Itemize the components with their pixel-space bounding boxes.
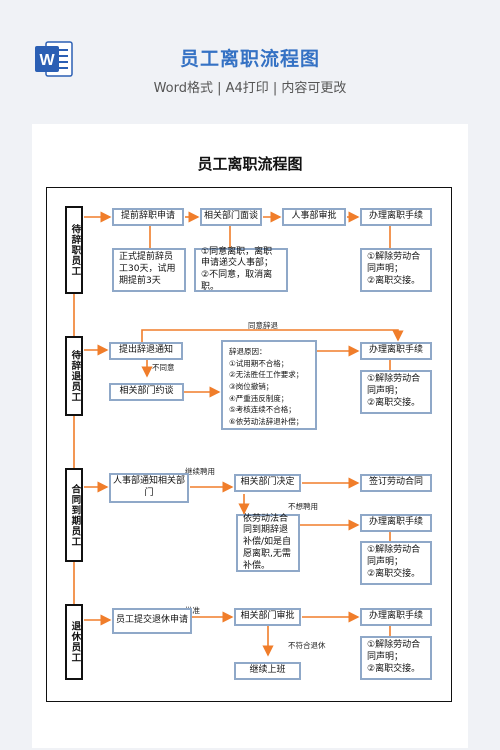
page-header: W 员工离职流程图 Word格式 | A4打印 | 内容可更改 [0,0,500,118]
contract-handle-box: 办理离职手续 [360,514,432,532]
dismiss-note-2: ②离职交接。 [367,397,421,408]
document-page: 员工离职流程图 [32,124,468,748]
dismiss-notice-box: 提出辞退通知 [109,342,183,360]
not-meet-retire-label: 不符合退休 [288,641,326,650]
resign-handle-note: ①解除劳动合同声明； ②离职交接。 [360,248,432,292]
retire-note-2: ②离职交接。 [367,663,421,674]
disagree-label: 不同意 [152,363,175,372]
flowchart-frame [46,187,452,702]
resign-note-2: ②离职交接。 [367,275,421,286]
not-hire-label: 不想聘用 [288,502,318,511]
stage-resign: 待辞职员工 [65,206,83,294]
reasons-title: 辞退原因： [229,347,267,356]
hr-approval-box: 人事部审批 [282,208,346,226]
continue-work-box: 继续上班 [234,662,301,680]
reason-5: ⑤考核连续不合格； [229,405,296,415]
retire-handle-box: 办理离职手续 [360,608,432,626]
reason-2: ②无法胜任工作要求； [229,370,304,380]
dept-interview-box: 相关部门面谈 [200,208,262,226]
page-subtitle: Word格式 | A4打印 | 内容可更改 [153,81,347,96]
dismiss-handle-box: 办理离职手续 [360,342,432,360]
interview-result-2: ②不同意，取消离职。 [201,270,273,292]
resign-note-1: ①解除劳动合同声明； [367,252,421,275]
document-title: 员工离职流程图 [197,155,303,173]
continue-hire-label: 继续聘用 [185,467,215,476]
approve-label: 批准 [185,606,200,615]
retire-submit-box: 员工提交退休申请 [112,608,192,634]
page-title: 员工离职流程图 [179,48,320,70]
interview-result-note: ①同意离职，离职申请递交人事部； ②不同意，取消离职。 [194,246,288,292]
stage-retire: 退休员工 [65,604,83,680]
dismiss-note-1: ①解除劳动合同声明； [367,374,421,397]
dept-decide-box: 相关部门决定 [234,474,301,492]
sign-contract-box: 签订劳动合同 [360,474,432,492]
reason-1: ①试用期不合格； [229,358,289,368]
contract-handle-note: ①解除劳动合同声明； ②离职交接。 [360,541,432,585]
retire-note-1: ①解除劳动合同声明； [367,640,421,663]
agree-dismiss-label: 同意辞退 [248,321,278,330]
flow-arrows [73,211,404,657]
hr-notify-box: 人事部通知相关部门 [109,473,189,503]
svg-text:W: W [39,52,55,69]
compensation-box: 依劳动法合同到期辞退补偿/如是自愿离职,无需补偿。 [236,514,300,572]
resign-handle-box: 办理离职手续 [360,208,432,226]
resign-apply-box: 提前辞职申请 [112,208,184,226]
dept-talk-box: 相关部门约谈 [109,383,184,401]
stage-dismiss: 待辞退员工 [65,336,83,416]
dismiss-reasons-box: 辞退原因： ①试用期不合格； ②无法胜任工作要求； ③岗位撤销； ④严重违反制度… [221,340,317,430]
retire-handle-note: ①解除劳动合同声明； ②离职交接。 [360,636,432,680]
word-icon: W [35,41,73,77]
reason-4: ④严重违反制度； [229,393,289,403]
resign-notice-note: 正式提前辞员工30天，试用期提前3天 [112,248,186,292]
reason-3: ③岗位撤销； [229,381,274,391]
reason-6: ⑥依劳动法辞退补偿； [229,416,304,426]
stage-contract: 合同到期员工 [65,468,83,562]
contract-note-2: ②离职交接。 [367,568,421,579]
interview-result-1: ①同意离职，离职申请递交人事部； [201,246,274,269]
retire-approve-box: 相关部门审批 [234,608,301,626]
dismiss-handle-note: ①解除劳动合同声明； ②离职交接。 [360,370,432,414]
contract-note-1: ①解除劳动合同声明； [367,545,421,568]
